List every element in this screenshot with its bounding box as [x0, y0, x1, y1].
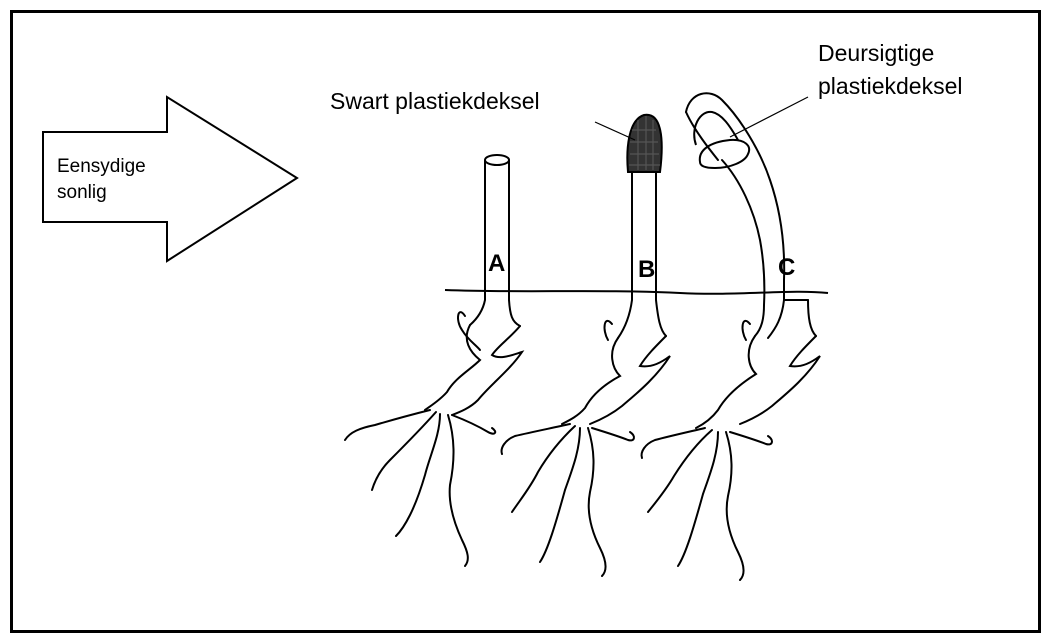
seedling-c-label: C: [778, 254, 795, 281]
black-cover-label: Swart plastiekdeksel: [330, 88, 540, 114]
seedling-a-label: A: [488, 250, 505, 277]
clear-cover-label-line1: Deursigtige: [818, 40, 934, 66]
seedling-b-label: B: [638, 256, 655, 283]
sunlight-label-line1: Eensydige: [57, 156, 146, 177]
clear-cover-label-line2: plastiekdeksel: [818, 73, 962, 99]
sunlight-label-line2: sonlig: [57, 182, 107, 203]
